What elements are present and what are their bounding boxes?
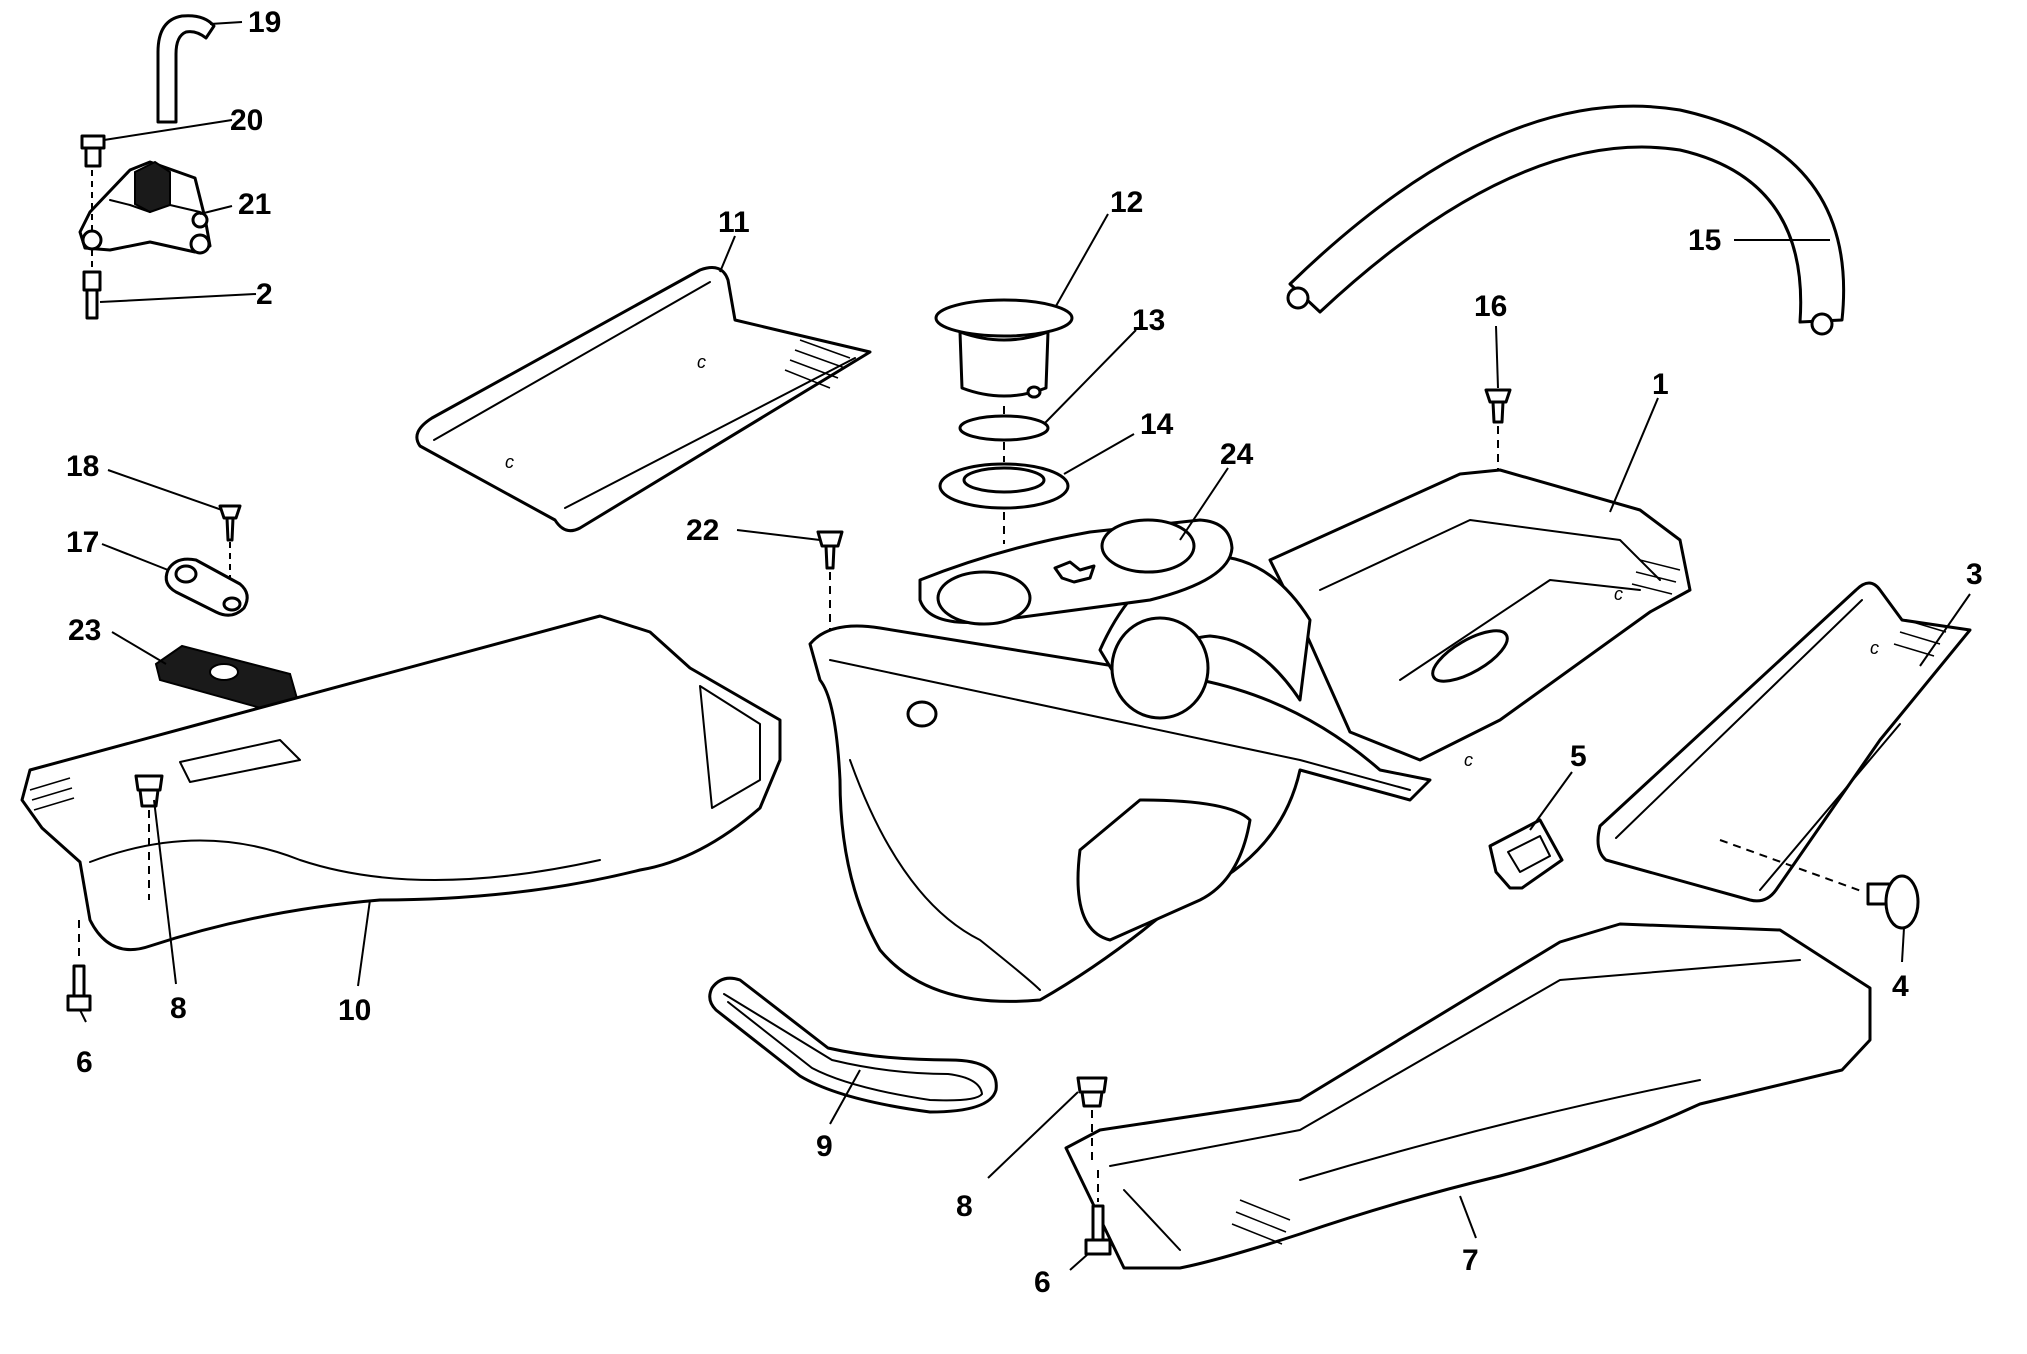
callout-18: 18 <box>66 450 99 483</box>
part-22-screw <box>816 530 844 630</box>
callout-4: 4 <box>1892 970 1909 1003</box>
part-6-screw-left <box>66 920 92 1012</box>
part-17-clamp <box>164 557 249 617</box>
callout-8-left: 8 <box>170 992 187 1025</box>
part-8-grommet-right <box>1076 1076 1108 1160</box>
callout-6-right: 6 <box>1034 1266 1051 1299</box>
leader-lines <box>79 21 1971 1271</box>
svg-text:c: c <box>1614 584 1623 604</box>
callout-9: 9 <box>816 1130 833 1163</box>
callout-3: 3 <box>1966 558 1983 591</box>
callout-21: 21 <box>238 188 271 221</box>
part-13-o-ring <box>958 414 1050 442</box>
part-12-filler-cap <box>934 298 1074 399</box>
part-23-gasket <box>154 644 300 712</box>
svg-text:c: c <box>1464 750 1473 770</box>
callout-19: 19 <box>248 6 281 39</box>
part-21-bracket <box>78 160 212 255</box>
part-7-right-duct <box>1064 922 1872 1270</box>
callout-11: 11 <box>718 206 750 239</box>
callout-24: 24 <box>1220 438 1254 471</box>
callout-14: 14 <box>1140 408 1174 441</box>
callout-13: 13 <box>1132 304 1165 337</box>
callout-6-left: 6 <box>76 1046 93 1079</box>
part-11-left-panel: c c <box>415 266 872 533</box>
callout-16: 16 <box>1474 290 1507 323</box>
part-14-seal-ring <box>938 462 1070 510</box>
part-3-right-panel: c <box>1596 581 1972 903</box>
part-10-left-duct <box>20 614 782 952</box>
part-1-main-body: c c <box>1268 468 1692 770</box>
part-15-trim-strip <box>1286 104 1846 336</box>
callout-8-right: 8 <box>956 1190 973 1223</box>
callout-23: 23 <box>68 614 101 647</box>
callout-15: 15 <box>1688 224 1721 257</box>
part-20-bolt <box>80 134 106 168</box>
callout-22: 22 <box>686 514 719 547</box>
part-6-screw-right <box>1084 1170 1112 1256</box>
callout-1: 1 <box>1652 368 1669 401</box>
callout-5: 5 <box>1570 740 1587 773</box>
part-24-top-plate <box>918 518 1234 626</box>
part-4-quick-fastener <box>1719 839 1920 930</box>
svg-text:c: c <box>697 352 706 372</box>
callout-12: 12 <box>1110 186 1143 219</box>
part-8-grommet-left <box>134 774 164 900</box>
svg-text:c: c <box>1870 638 1879 658</box>
part-2-stud <box>82 170 102 320</box>
callout-17: 17 <box>66 526 99 559</box>
callout-2: 2 <box>256 278 273 311</box>
callout-labels: 19 20 21 2 18 17 23 8 6 10 11 12 13 14 2… <box>66 6 1983 1299</box>
callout-7: 7 <box>1462 1244 1479 1277</box>
part-9-seal-strip <box>708 976 998 1114</box>
svg-text:c: c <box>505 452 514 472</box>
callout-20: 20 <box>230 104 263 137</box>
part-19-breather-hose <box>156 14 216 124</box>
callout-10: 10 <box>338 994 371 1027</box>
part-5-clip <box>1488 818 1564 890</box>
